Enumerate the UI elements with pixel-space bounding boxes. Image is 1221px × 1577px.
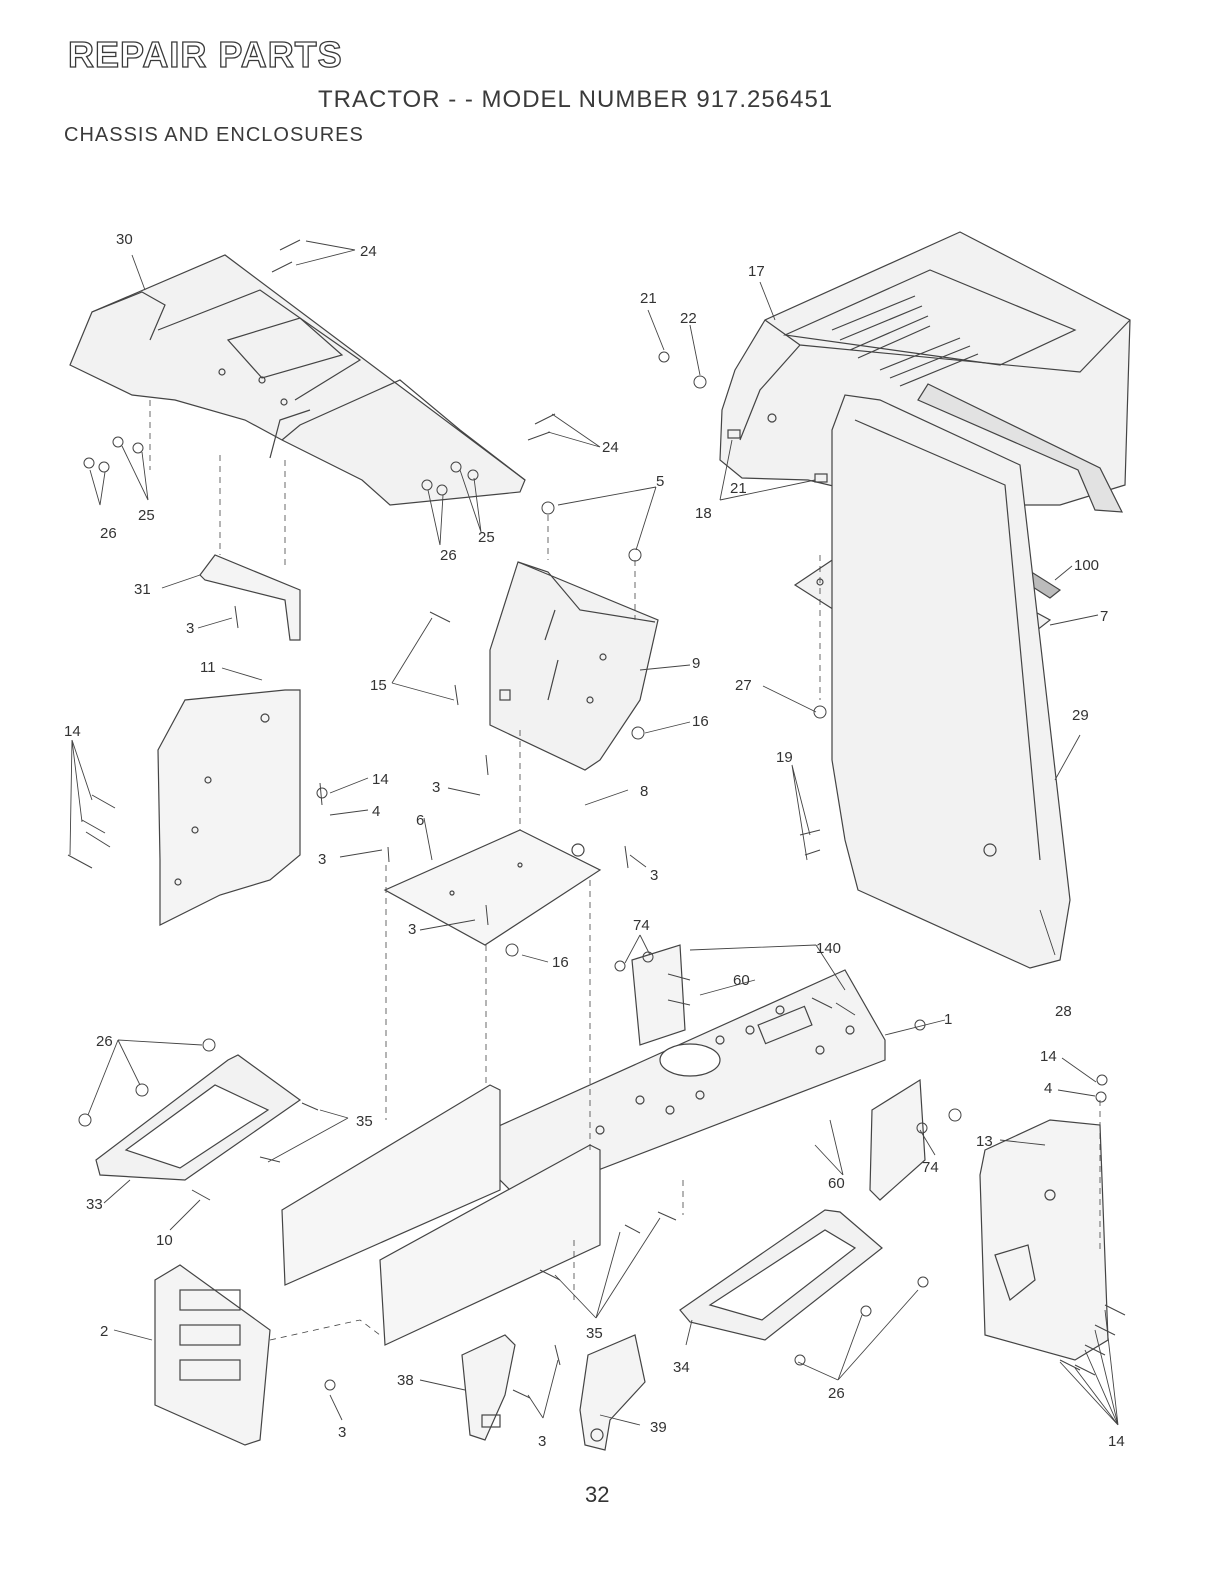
callout-16: 16 [692,713,709,730]
callout-26: 26 [100,525,117,542]
callout-14: 14 [1040,1048,1057,1065]
callout-6: 6 [416,812,424,829]
center-plate-part-6 [385,830,600,945]
bracket-part-74-60 [870,1080,925,1200]
callout-3: 3 [318,851,326,868]
callout-39: 39 [650,1419,667,1436]
callout-140: 140 [816,940,841,957]
callout-16: 16 [552,954,569,971]
callout-34: 34 [673,1359,690,1376]
callout-31: 31 [134,581,151,598]
callout-60: 60 [828,1175,845,1192]
callout-4: 4 [1044,1080,1052,1097]
callout-38: 38 [397,1372,414,1389]
callout-100: 100 [1074,557,1099,574]
callout-14: 14 [1108,1433,1125,1450]
callout-21: 21 [730,480,747,497]
pedal-bracket-part-39 [580,1335,645,1450]
callout-28: 28 [1055,1003,1072,1020]
callout-25: 25 [478,529,495,546]
pedal-bracket-part-38 [462,1335,515,1440]
callout-30: 30 [116,231,133,248]
callout-11: 11 [200,659,216,676]
callout-24: 24 [360,243,377,260]
callout-3: 3 [650,867,658,884]
callout-35: 35 [586,1325,603,1342]
callout-2: 2 [100,1323,108,1340]
callout-13: 13 [976,1133,993,1150]
callout-26: 26 [96,1033,113,1050]
callout-3: 3 [338,1424,346,1441]
callout-60: 60 [733,972,750,989]
callout-25: 25 [138,507,155,524]
callout-21: 21 [640,290,657,307]
callout-15: 15 [370,677,387,694]
bracket-part-31 [200,555,300,640]
callout-4: 4 [372,803,380,820]
callout-3: 3 [408,921,416,938]
callout-3: 3 [432,779,440,796]
callout-5: 5 [656,473,664,490]
callout-26: 26 [828,1385,845,1402]
right-footrest-part-34 [680,1210,882,1340]
callout-35: 35 [356,1113,373,1130]
callout-3: 3 [538,1433,546,1450]
callout-33: 33 [86,1196,103,1213]
callout-10: 10 [156,1232,173,1249]
bracket-part-140 [632,945,685,1045]
callout-74: 74 [633,917,650,934]
callout-9: 9 [692,655,700,672]
callout-7: 7 [1100,608,1108,625]
page-number: 32 [585,1482,609,1508]
callout-24: 24 [602,439,619,456]
fender-part-30 [70,255,525,505]
callout-1: 1 [944,1011,952,1028]
callout-74: 74 [922,1159,939,1176]
callout-8: 8 [640,783,648,800]
callout-29: 29 [1072,707,1089,724]
left-side-panel-part-11 [158,690,300,925]
callout-19: 19 [776,749,793,766]
callout-14: 14 [372,771,389,788]
callout-26: 26 [440,547,457,564]
front-bracket-part-2 [155,1265,270,1445]
callout-3: 3 [186,620,194,637]
dash-panel-part-9 [490,562,658,770]
right-side-panel-part-13 [980,1120,1108,1360]
callout-17: 17 [748,263,765,280]
callout-22: 22 [680,310,697,327]
callout-27: 27 [735,677,752,694]
callout-18: 18 [695,505,712,522]
callout-14: 14 [64,723,81,740]
